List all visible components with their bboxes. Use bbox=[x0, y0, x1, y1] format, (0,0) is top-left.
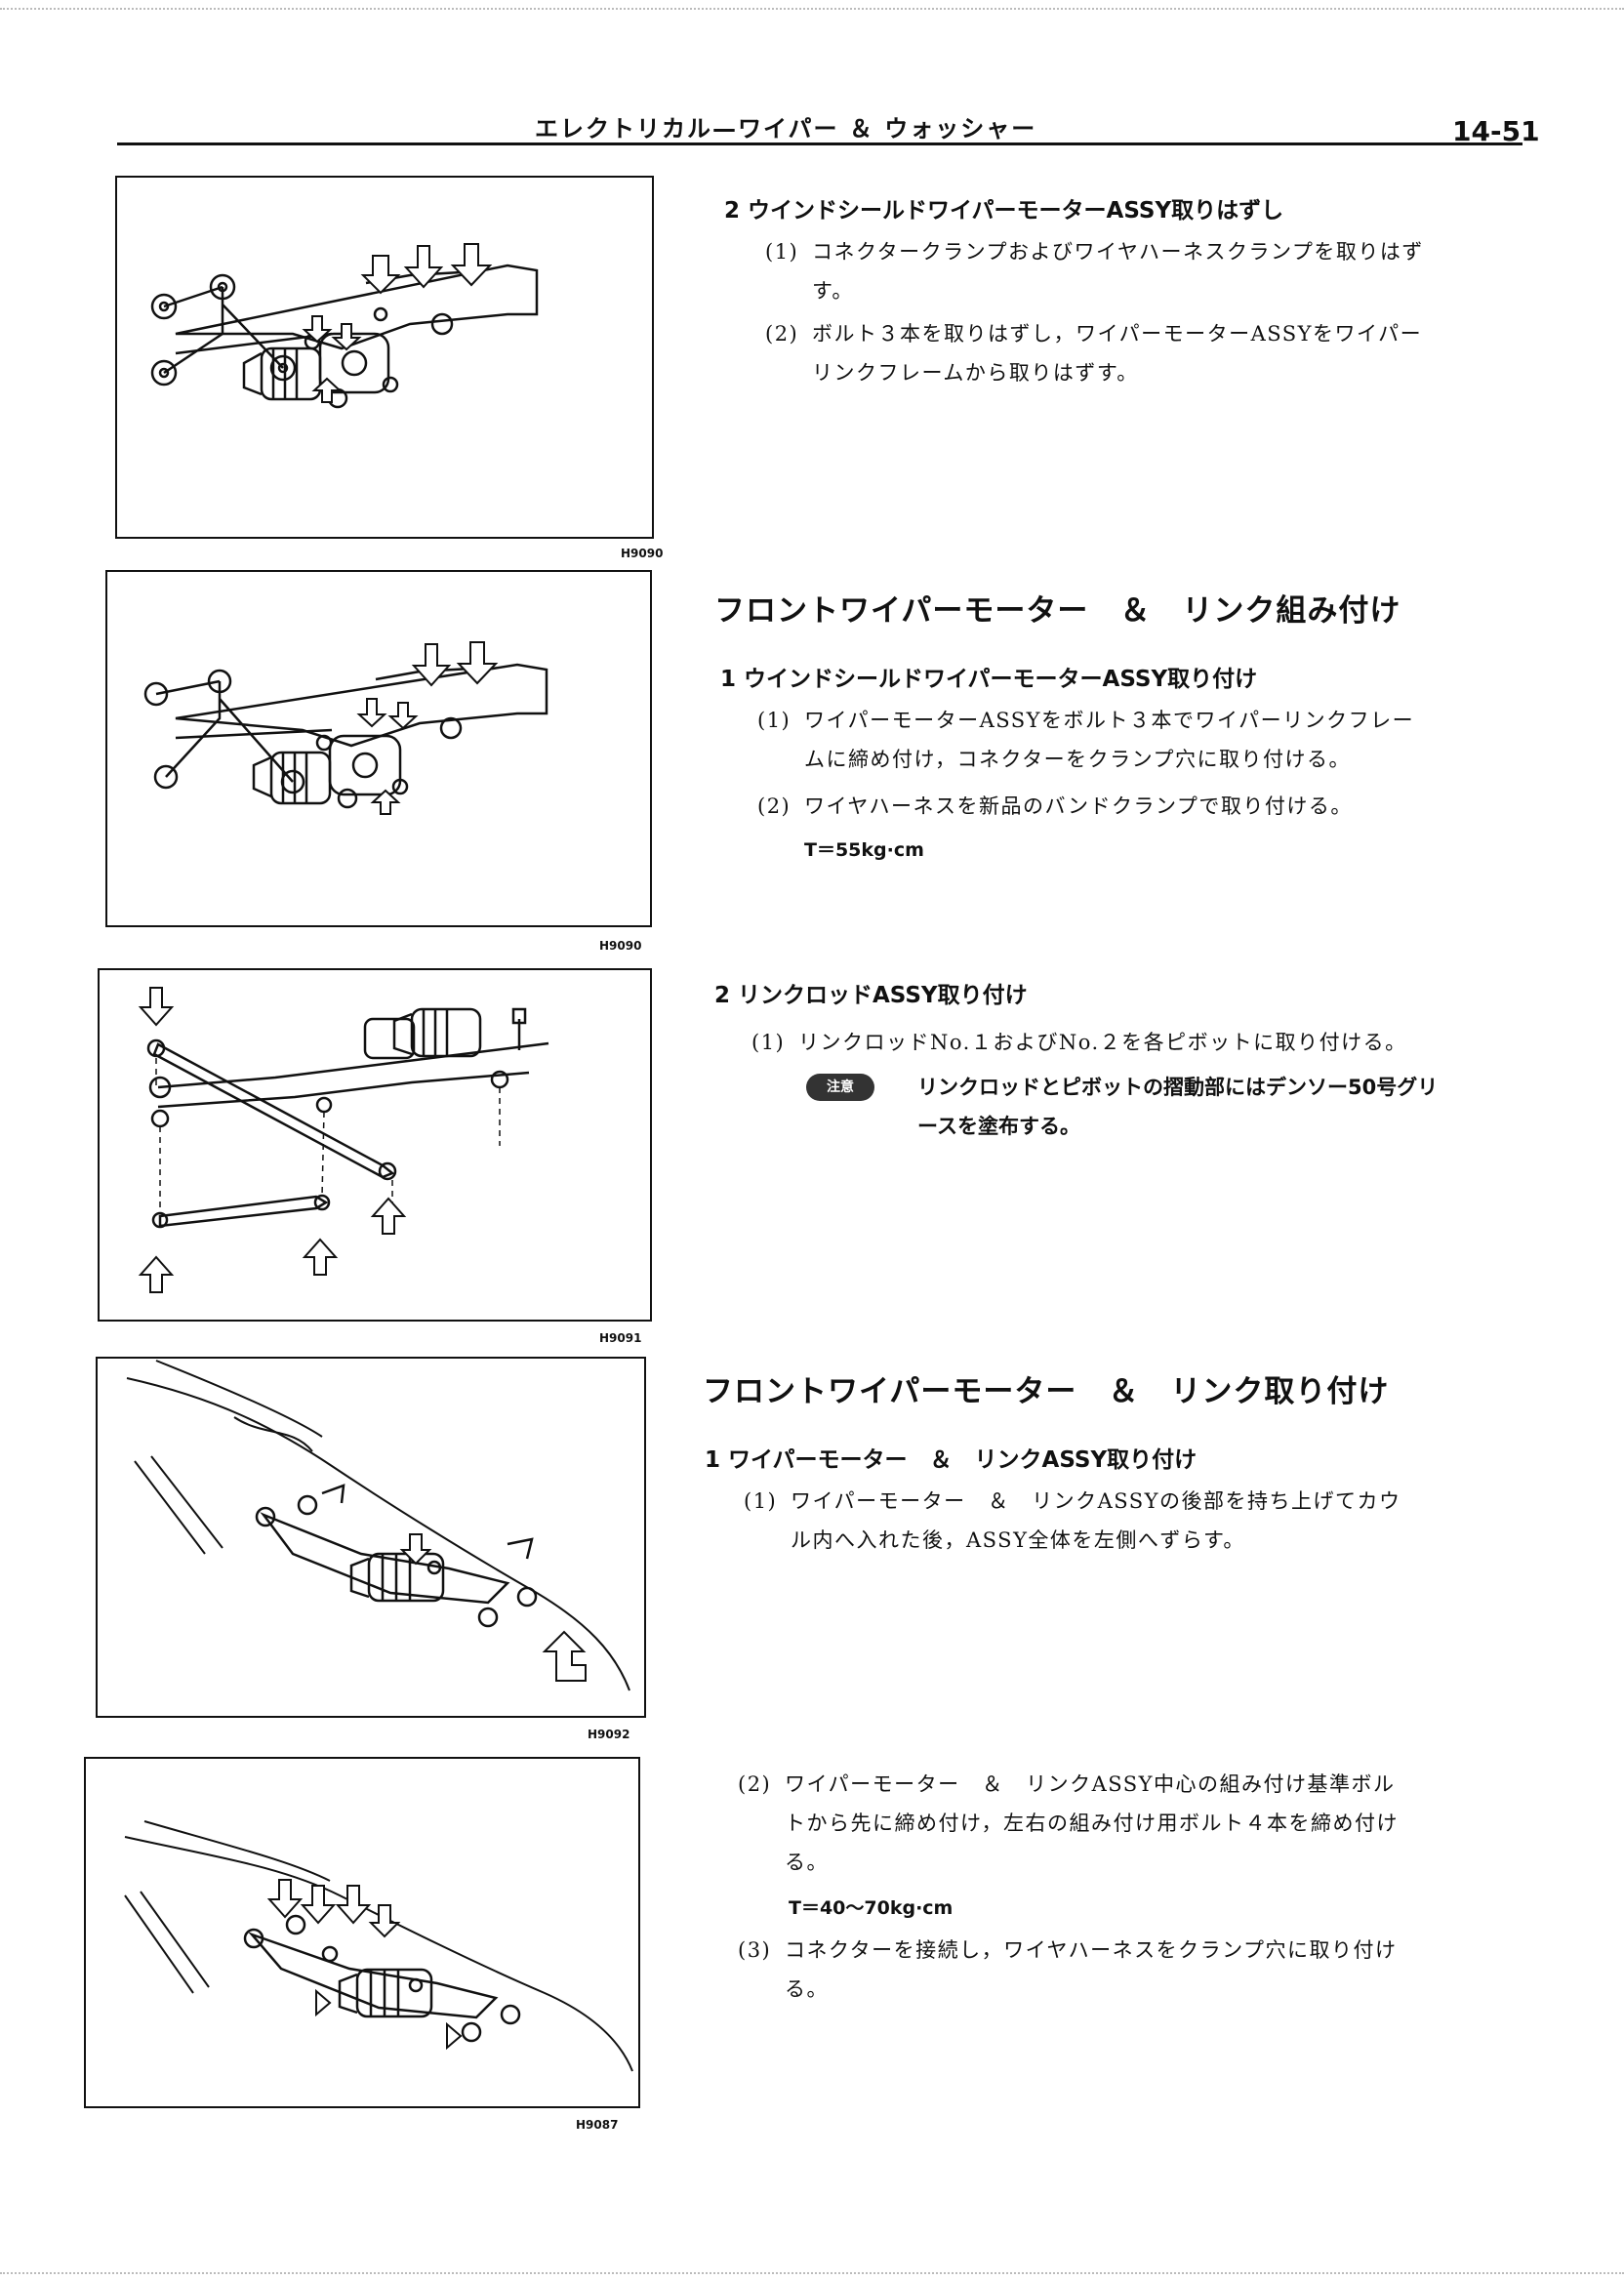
torque-spec: T＝40〜70kg·cm bbox=[789, 1897, 954, 1919]
section-heading: フロントワイパーモーター ＆ リンク組み付け bbox=[714, 593, 1401, 629]
figure-link-rod-install bbox=[98, 968, 652, 1322]
caution-text-line: リンクロッドとピボットの摺動部にはデンソー50号グリ bbox=[917, 1076, 1439, 1099]
item-text-line: ル内へ入れた後，ASSY全体を左側へずらす。 bbox=[791, 1528, 1245, 1552]
item-text-line: コネクタークランプおよびワイヤハーネスクランプを取りはず bbox=[812, 240, 1424, 264]
item-text-line: ワイヤハーネスを新品のバンドクランプで取り付ける。 bbox=[804, 794, 1353, 818]
item-number: (2) bbox=[765, 322, 799, 346]
item-number: (2) bbox=[757, 794, 792, 818]
list-item: (1) コネクタークランプおよびワイヤハーネスクランプを取りはず す。 bbox=[765, 232, 1536, 310]
item-text-line: ワイパーモーター ＆ リンクASSYの後部を持ち上げてカウ bbox=[791, 1489, 1401, 1513]
item-number: (1) bbox=[751, 1031, 786, 1054]
figure-code: H9091 bbox=[599, 1331, 642, 1345]
figure-code: H9090 bbox=[599, 939, 642, 953]
item-text-line: ワイパーモーターASSYをボルト３本でワイパーリンクフレー bbox=[804, 709, 1415, 732]
item-text-line: ボルト３本を取りはずし，ワイパーモーターASSYをワイパー bbox=[812, 322, 1423, 346]
list-item: (2) ワイヤハーネスを新品のバンドクランプで取り付ける。 bbox=[757, 787, 1538, 826]
item-number: (3) bbox=[738, 1938, 772, 1962]
item-text-line: す。 bbox=[812, 279, 854, 303]
item-text-line: コネクターを接続し，ワイヤハーネスをクランプ穴に取り付け bbox=[785, 1938, 1398, 1962]
item-number: (1) bbox=[765, 240, 799, 264]
figure-wiper-motor-removal bbox=[115, 176, 654, 539]
figure-code: H9090 bbox=[621, 547, 664, 560]
caution-text: リンクロッドとピボットの摺動部にはデンソー50号グリ ースを塗布する。 bbox=[917, 1068, 1522, 1146]
scan-edge-top bbox=[0, 8, 1624, 10]
step-heading: 2 リンクロッドASSY取り付け bbox=[714, 983, 1028, 1008]
list-item: (2) ボルト３本を取りはずし，ワイパーモーターASSYをワイパー リンクフレー… bbox=[765, 314, 1536, 392]
list-item: (3) コネクターを接続し，ワイヤハーネスをクランプ穴に取り付け る。 bbox=[738, 1931, 1524, 2009]
step-heading: 1 ウインドシールドワイパーモーターASSY取り付け bbox=[720, 667, 1258, 692]
scan-edge-bottom bbox=[0, 2272, 1624, 2274]
list-item: (1) ワイパーモーターASSYをボルト３本でワイパーリンクフレー ムに締め付け… bbox=[757, 701, 1538, 779]
link-rod-install-illustration bbox=[138, 987, 549, 1293]
item-number: (1) bbox=[744, 1489, 778, 1513]
section-heading: フロントワイパーモーター ＆ リンク取り付け bbox=[703, 1374, 1390, 1409]
item-text-line: ワイパーモーター ＆ リンクASSY中心の組み付け基準ボル bbox=[785, 1772, 1396, 1796]
header-title: エレクトリカル—ワイパー ＆ ウォッシャー bbox=[535, 115, 1037, 142]
caution-badge: 注意 bbox=[806, 1074, 874, 1101]
step-heading: 1 ワイパーモーター ＆ リンクASSY取り付け bbox=[705, 1447, 1198, 1473]
list-item: (1) ワイパーモーター ＆ リンクASSYの後部を持ち上げてカウ ル内へ入れた… bbox=[744, 1482, 1524, 1560]
page-number: 14-51 bbox=[1452, 115, 1540, 147]
list-item: (2) ワイパーモーター ＆ リンクASSY中心の組み付け基準ボル トから先に締… bbox=[738, 1765, 1524, 1882]
figure-code: H9092 bbox=[588, 1728, 630, 1741]
item-text-line: リンクフレームから取りはずす。 bbox=[812, 361, 1139, 385]
wiper-link-install-illustration bbox=[126, 1360, 630, 1691]
item-number: (1) bbox=[757, 709, 792, 732]
item-text-line: る。 bbox=[785, 1977, 829, 2001]
figure-wiper-motor-install bbox=[105, 570, 652, 927]
caution-text-line: ースを塗布する。 bbox=[917, 1115, 1080, 1138]
item-text-line: ムに締め付け，コネクターをクランプ穴に取り付ける。 bbox=[804, 748, 1351, 771]
figure-wiper-link-install-step1 bbox=[96, 1357, 646, 1718]
item-text-line: トから先に締め付け，左右の組み付け用ボルト４本を締め付け bbox=[785, 1812, 1399, 1835]
item-text-line: リンクロッドNo.１およびNo.２を各ピボットに取り付ける。 bbox=[798, 1031, 1407, 1054]
figure-wiper-link-install-step2 bbox=[84, 1757, 640, 2108]
wiper-link-bolt-illustration bbox=[124, 1820, 633, 2072]
figure-code: H9087 bbox=[576, 2118, 619, 2132]
list-item: (1) リンクロッドNo.１およびNo.２を各ピボットに取り付ける。 bbox=[751, 1023, 1532, 1062]
wiper-motor-removal-illustration bbox=[150, 243, 539, 409]
item-number: (2) bbox=[738, 1772, 772, 1796]
step-heading: 2 ウインドシールドワイパーモーターASSY取りはずし bbox=[724, 198, 1284, 224]
item-text-line: る。 bbox=[785, 1851, 829, 1874]
header-rule bbox=[117, 142, 1522, 145]
wiper-motor-install-illustration bbox=[143, 641, 548, 815]
torque-spec: T＝55kg·cm bbox=[804, 839, 924, 861]
